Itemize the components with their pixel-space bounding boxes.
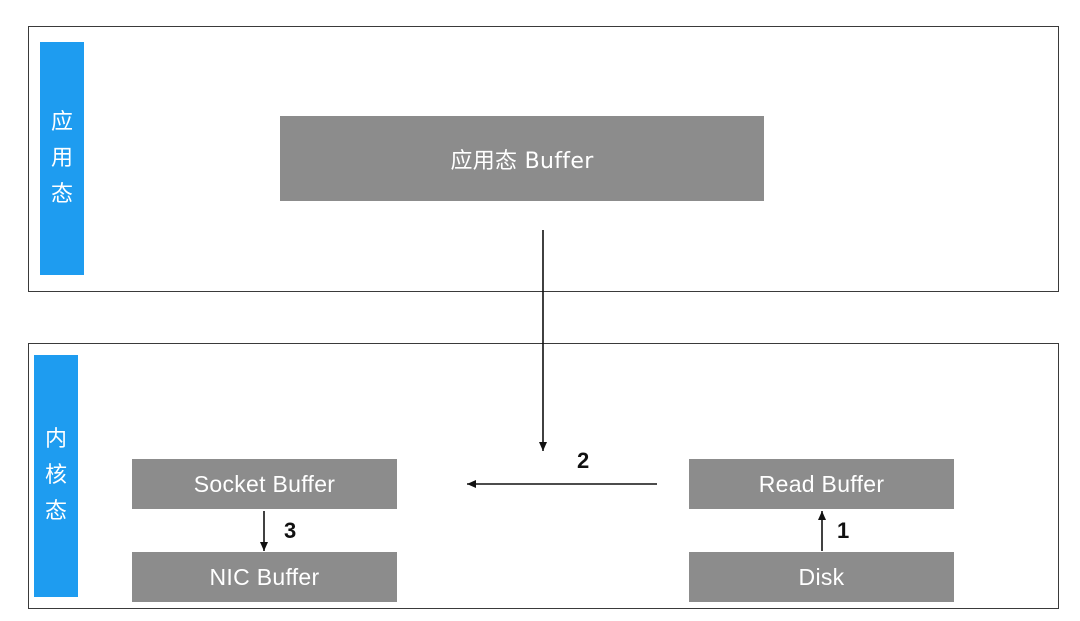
kernel-space-label-char: 核 <box>44 463 67 488</box>
nic-buffer-box: NIC Buffer <box>132 552 397 602</box>
user-space-label-char: 应 <box>50 109 73 135</box>
step-number-1: 1 <box>837 518 850 543</box>
step-number-3: 3 <box>284 518 297 543</box>
app-buffer-box: 应用态 Buffer <box>280 116 764 201</box>
step-number-2: 2 <box>577 448 590 473</box>
socket-buffer-box: Socket Buffer <box>132 459 397 509</box>
user-space-label: 应 用 态 <box>40 42 84 275</box>
kernel-space-label-char: 内 <box>44 427 67 452</box>
kernel-space-label: 内 核 态 <box>34 355 78 597</box>
read-buffer-box: Read Buffer <box>689 459 954 509</box>
disk-box: Disk <box>689 552 954 602</box>
user-space-label-char: 用 <box>50 145 73 171</box>
kernel-space-label-char: 态 <box>44 499 67 524</box>
user-space-label-char: 态 <box>50 181 73 207</box>
